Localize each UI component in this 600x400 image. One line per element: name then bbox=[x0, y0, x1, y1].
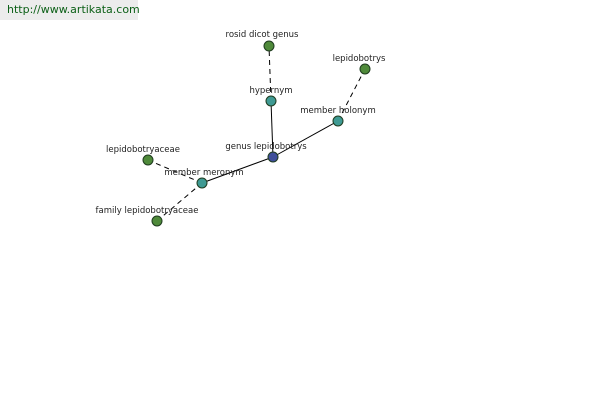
edge-member-meronym-family-lepidobotryaceae bbox=[156, 182, 203, 222]
edge-hypernym-rosid-dicot-genus bbox=[268, 45, 272, 102]
node-lepidobotrys[interactable] bbox=[359, 63, 371, 75]
label-member-meronym[interactable]: member meronym bbox=[164, 168, 243, 178]
node-family-lepidobotryaceae[interactable] bbox=[151, 215, 163, 227]
label-rosid-dicot-genus[interactable]: rosid dicot genus bbox=[226, 30, 299, 40]
node-lepidobotryaceae[interactable] bbox=[142, 154, 154, 166]
label-family-lepidobotryaceae[interactable]: family lepidobotryaceae bbox=[96, 206, 199, 216]
label-member-holonym[interactable]: member holonym bbox=[300, 106, 375, 116]
edge-member-holonym-lepidobotrys bbox=[337, 68, 366, 122]
node-hypernym[interactable] bbox=[265, 95, 277, 107]
label-lepidobotrys[interactable]: lepidobotrys bbox=[333, 54, 386, 64]
label-lepidobotryaceae[interactable]: lepidobotryaceae bbox=[106, 145, 180, 155]
node-genus-lepidobotrys[interactable] bbox=[267, 151, 279, 163]
node-member-holonym[interactable] bbox=[332, 115, 344, 127]
label-hypernym[interactable]: hypernym bbox=[249, 86, 292, 96]
node-rosid-dicot-genus[interactable] bbox=[263, 40, 275, 52]
label-genus-lepidobotrys[interactable]: genus lepidobotrys bbox=[225, 142, 307, 152]
edge-center-member-holonym bbox=[272, 120, 339, 158]
node-member-meronym[interactable] bbox=[196, 177, 208, 189]
source-url[interactable]: http://www.artikata.com bbox=[0, 0, 140, 20]
edge-member-meronym-lepidobotryaceae bbox=[147, 159, 203, 184]
edge-center-member-meronym bbox=[201, 156, 274, 184]
edge-center-hypernym bbox=[270, 100, 274, 158]
